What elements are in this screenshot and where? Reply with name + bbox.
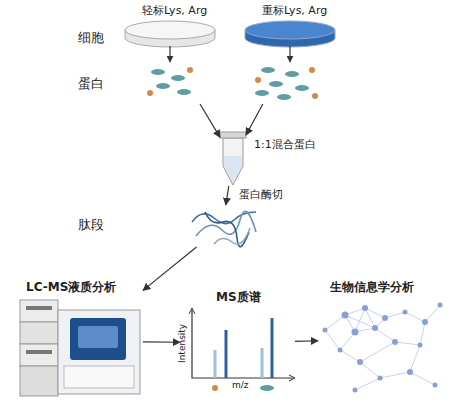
diagram-node: 肽段 — [185, 205, 260, 247]
node-title: 重标Lys, Arg — [262, 4, 327, 17]
flow-arrow — [143, 341, 180, 343]
flow-arrow — [295, 340, 318, 342]
row-label: 细胞 — [78, 30, 104, 46]
step-arrow — [289, 46, 290, 62]
diagram-node: LC-MS液质分析 — [18, 280, 143, 402]
bio-network — [323, 303, 443, 393]
flow-arrow — [226, 186, 229, 205]
node-title: 肽段 — [78, 217, 104, 233]
flow-arrow — [246, 104, 263, 135]
node-title: 生物信息学分析 — [330, 280, 414, 294]
flow-arrow — [200, 104, 220, 137]
node-title: LC-MS液质分析 — [26, 280, 116, 294]
row-label: m/z — [232, 380, 249, 391]
axis-label: Intensity — [177, 324, 188, 363]
node-title: 1:1混合蛋白 — [254, 138, 316, 151]
diagram-node: 生物信息学分析 — [318, 280, 446, 398]
peptide-strands — [192, 211, 256, 246]
step-arrow — [169, 46, 170, 62]
protein-cluster — [147, 67, 193, 96]
sample-tube — [220, 132, 246, 185]
diagram-node: 重标Lys, Arg — [240, 4, 340, 104]
dish-top — [125, 21, 215, 39]
diagram-node: 轻标Lys, Arg — [120, 4, 220, 104]
flow-arrow — [143, 247, 197, 290]
node-title: 轻标Lys, Arg — [142, 4, 207, 17]
row-label: 蛋白 — [78, 76, 104, 92]
protein-cluster — [255, 67, 318, 100]
edge-label: 蛋白酶切 — [239, 188, 283, 201]
node-title: MS质谱 — [216, 290, 261, 304]
ms-spectrum — [189, 308, 295, 391]
dish-top — [245, 21, 335, 39]
diagram-node: 1:1混合蛋白 — [220, 132, 246, 186]
lcms-instrument — [20, 300, 140, 396]
